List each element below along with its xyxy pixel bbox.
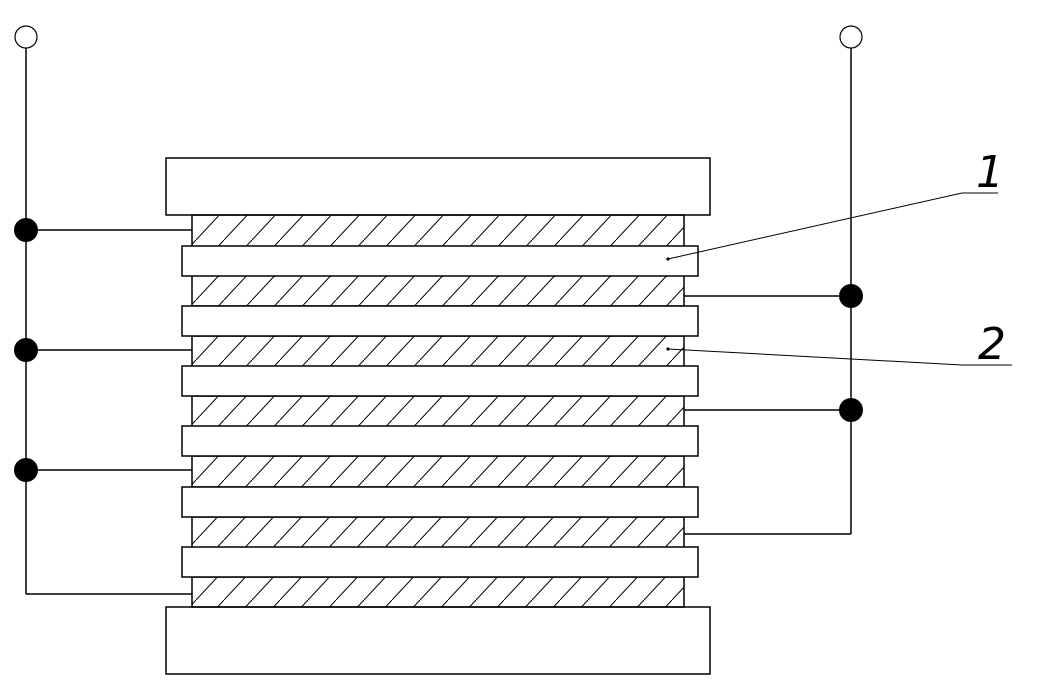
electrode-plate: [181, 486, 699, 518]
left-junction-dot: [14, 338, 38, 362]
top-end-cap: [165, 157, 711, 216]
electrode-plate: [181, 245, 699, 277]
right-junction-dot: [839, 398, 863, 422]
left-terminal: [14, 25, 38, 49]
callout-1-label: 1: [976, 147, 1004, 198]
hatched-layer: [191, 214, 685, 248]
callout-1-anchor: [666, 257, 670, 261]
electrode-plate: [181, 546, 699, 578]
hatched-layer: [191, 576, 685, 608]
left-bus-wiring: [25, 48, 192, 595]
electrode-plate: [181, 425, 699, 457]
callout-1-leader: [667, 192, 998, 260]
leader-lines: [667, 192, 1012, 366]
electrode-plate: [181, 305, 699, 337]
hatched-layer: [191, 395, 685, 428]
hatched-layer: [191, 516, 685, 549]
callout-2-label: 2: [978, 319, 1006, 370]
right-junction-dot: [839, 284, 863, 308]
hatched-layer: [191, 335, 685, 368]
right-bus-wiring: [684, 48, 852, 535]
right-terminal: [839, 25, 863, 49]
bottom-end-cap: [165, 606, 711, 675]
callout-2-anchor: [666, 347, 670, 351]
electrode-plates: [181, 245, 699, 578]
electrode-plate: [181, 365, 699, 397]
left-junction-dot: [14, 458, 38, 482]
hatched-layer: [191, 274, 685, 307]
callout-2-leader: [667, 348, 1012, 366]
left-junction-dot: [14, 218, 38, 242]
hatched-layer: [191, 455, 685, 488]
